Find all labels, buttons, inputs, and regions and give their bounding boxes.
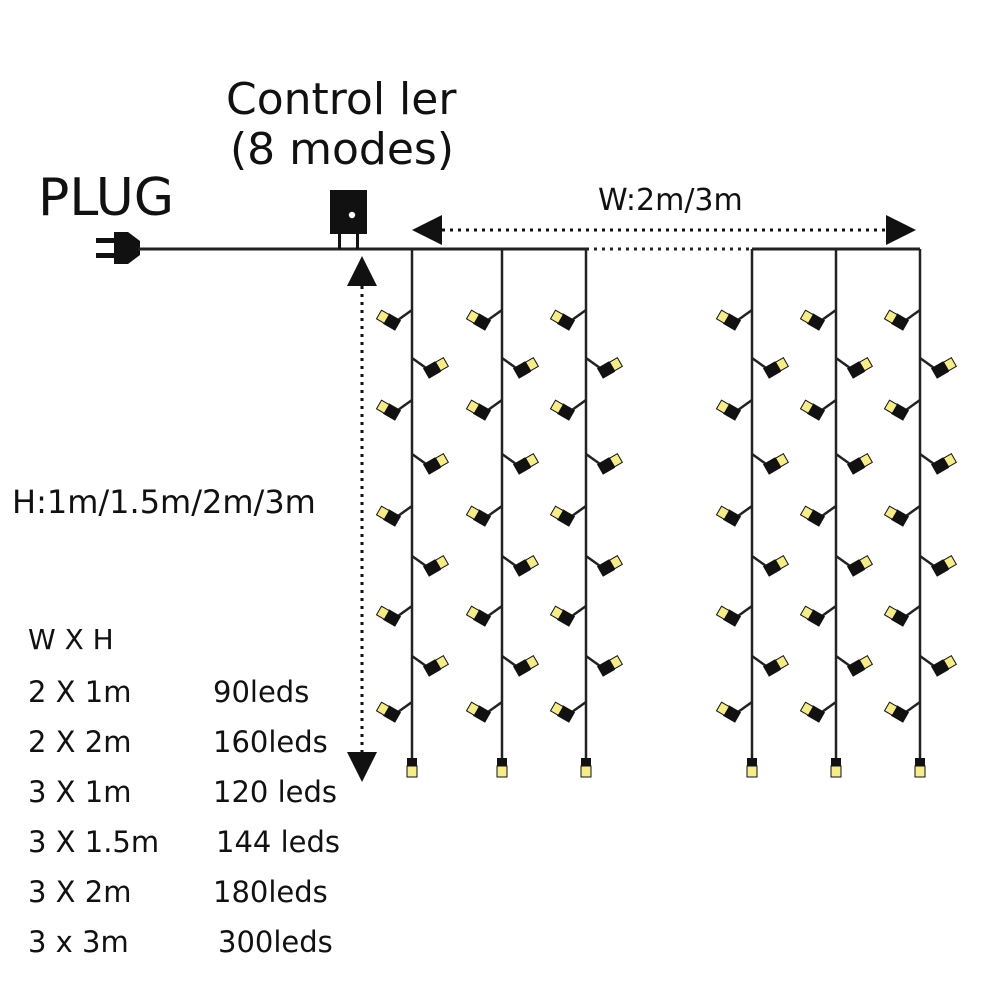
led-bulb-icon: [585, 356, 624, 379]
spec-led-count: 90leds: [213, 675, 310, 709]
led-bulb-icon: [549, 700, 587, 723]
led-bulb-icon: [919, 654, 958, 677]
led-bulb-icon: [799, 604, 837, 627]
led-bulb-icon: [883, 604, 921, 627]
led-bulb-icon: [375, 504, 413, 527]
spec-led-count: 300leds: [218, 925, 333, 959]
spec-table-header: W X H: [28, 623, 114, 656]
end-bulb-icon: [746, 758, 758, 778]
led-bulb-icon: [715, 308, 753, 331]
spec-size: 3 X 1m: [28, 775, 132, 809]
led-bulb-icon: [549, 308, 587, 331]
led-bulb-icon: [715, 504, 753, 527]
led-bulb-icon: [375, 604, 413, 627]
spec-size: 3 X 1.5m: [28, 825, 160, 859]
led-bulb-icon: [465, 604, 503, 627]
led-bulb-icon: [411, 654, 450, 677]
spec-size: 2 X 1m: [28, 675, 132, 709]
spec-led-count: 120 leds: [213, 775, 337, 809]
led-bulb-icon: [549, 398, 587, 421]
plug-label: PLUG: [38, 168, 175, 228]
led-bulb-icon: [411, 452, 450, 475]
spec-row: 3 X 1.5m 144 leds: [28, 828, 368, 862]
led-bulb-icon: [715, 700, 753, 723]
led-bulb-icon: [411, 356, 450, 379]
led-bulb-icon: [799, 308, 837, 331]
led-bulb-icon: [549, 504, 587, 527]
led-bulb-icon: [501, 554, 540, 577]
end-bulb-icon: [830, 758, 842, 778]
spec-row: 3 X 1m 120 leds: [28, 778, 368, 812]
spec-led-count: 144 leds: [216, 825, 340, 859]
spec-led-count: 180leds: [213, 875, 328, 909]
led-bulb-icon: [835, 554, 874, 577]
led-bulb-icon: [411, 554, 450, 577]
controller-subtitle: (8 modes): [230, 124, 455, 175]
led-bulb-icon: [585, 452, 624, 475]
led-bulb-icon: [835, 452, 874, 475]
led-bulb-icon: [919, 356, 958, 379]
led-bulb-icon: [835, 356, 874, 379]
led-bulb-icon: [919, 554, 958, 577]
led-bulb-icon: [751, 654, 790, 677]
led-bulb-icon: [585, 554, 624, 577]
end-bulb-icon: [406, 758, 418, 778]
led-bulb-icon: [465, 308, 503, 331]
end-bulb-icon: [496, 758, 508, 778]
spec-row: 2 X 2m 160leds: [28, 728, 368, 762]
spec-size: 3 x 3m: [28, 925, 129, 959]
spec-size: 2 X 2m: [28, 725, 132, 759]
led-bulb-icon: [465, 504, 503, 527]
led-bulb-icon: [501, 654, 540, 677]
led-bulb-icon: [465, 398, 503, 421]
end-bulb-icon: [580, 758, 592, 778]
led-bulb-icon: [715, 604, 753, 627]
end-bulb-icon: [914, 758, 926, 778]
led-bulb-icon: [883, 308, 921, 331]
spec-row: 2 X 1m 90leds: [28, 678, 368, 712]
spec-row: 3 x 3m 300leds: [28, 928, 368, 962]
led-bulb-icon: [715, 398, 753, 421]
led-bulb-icon: [919, 452, 958, 475]
led-bulb-icon: [375, 700, 413, 723]
led-bulb-icon: [549, 604, 587, 627]
led-bulb-icon: [465, 700, 503, 723]
led-strands: [375, 249, 958, 778]
spec-led-count: 160leds: [213, 725, 328, 759]
spec-size: 3 X 2m: [28, 875, 132, 909]
led-bulb-icon: [375, 308, 413, 331]
led-bulb-icon: [751, 356, 790, 379]
led-bulb-icon: [835, 654, 874, 677]
controller-box-icon: [330, 190, 367, 249]
led-bulb-icon: [883, 700, 921, 723]
width-label: W:2m/3m: [598, 183, 743, 218]
led-bulb-icon: [501, 356, 540, 379]
led-bulb-icon: [751, 452, 790, 475]
spec-row: 3 X 2m 180leds: [28, 878, 368, 912]
led-bulb-icon: [751, 554, 790, 577]
led-bulb-icon: [883, 504, 921, 527]
led-bulb-icon: [375, 398, 413, 421]
height-label: H:1m/1.5m/2m/3m: [12, 483, 316, 521]
led-bulb-icon: [799, 398, 837, 421]
controller-title: Control ler: [226, 74, 457, 125]
led-bulb-icon: [799, 504, 837, 527]
led-bulb-icon: [585, 654, 624, 677]
led-bulb-icon: [883, 398, 921, 421]
plug-icon: [96, 232, 140, 264]
led-bulb-icon: [501, 452, 540, 475]
led-bulb-icon: [799, 700, 837, 723]
